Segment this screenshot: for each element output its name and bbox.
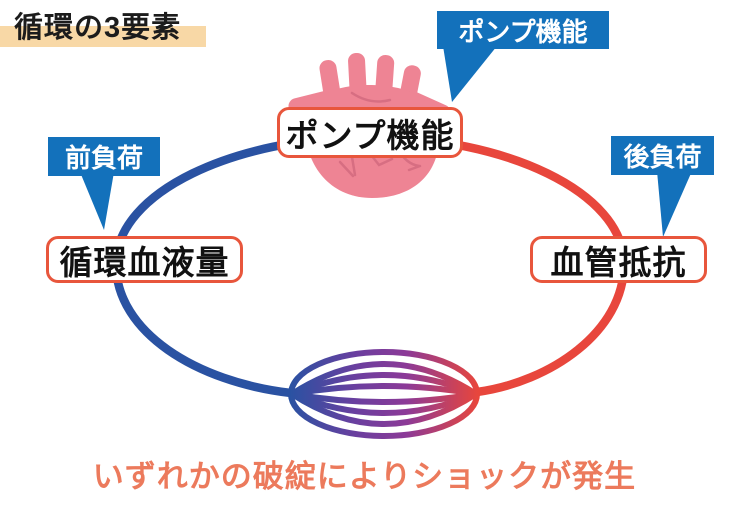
- pump-function-box-label: ポンプ機能: [285, 116, 455, 154]
- afterload-callout: 後負荷: [611, 136, 714, 175]
- preload-callout: 前負荷: [48, 137, 160, 176]
- pump-callout-tail: [443, 46, 497, 102]
- pump-function-callout: ポンプ機能: [437, 11, 609, 49]
- vascular-resistance-box-label: 血管抵抗: [550, 243, 687, 281]
- shock-note: いずれかの破綻によりショックが発生: [92, 459, 637, 494]
- blood-volume-box-label: 循環血液量: [59, 243, 230, 281]
- pump-function-callout-label: ポンプ機能: [458, 16, 588, 47]
- preload-callout-tail: [80, 172, 114, 230]
- pump-function-box: ポンプ機能: [277, 107, 463, 158]
- preload-callout-label: 前負荷: [64, 143, 143, 173]
- afterload-callout-tail: [657, 171, 692, 237]
- title-highlight-bar: [0, 26, 206, 47]
- vascular-resistance-box: 血管抵抗: [530, 236, 707, 283]
- capillary-bundle-icon: [288, 349, 484, 439]
- page-title: 循環の3要素: [14, 12, 182, 44]
- afterload-callout-label: 後負荷: [623, 142, 702, 172]
- blood-volume-box: 循環血液量: [46, 236, 243, 283]
